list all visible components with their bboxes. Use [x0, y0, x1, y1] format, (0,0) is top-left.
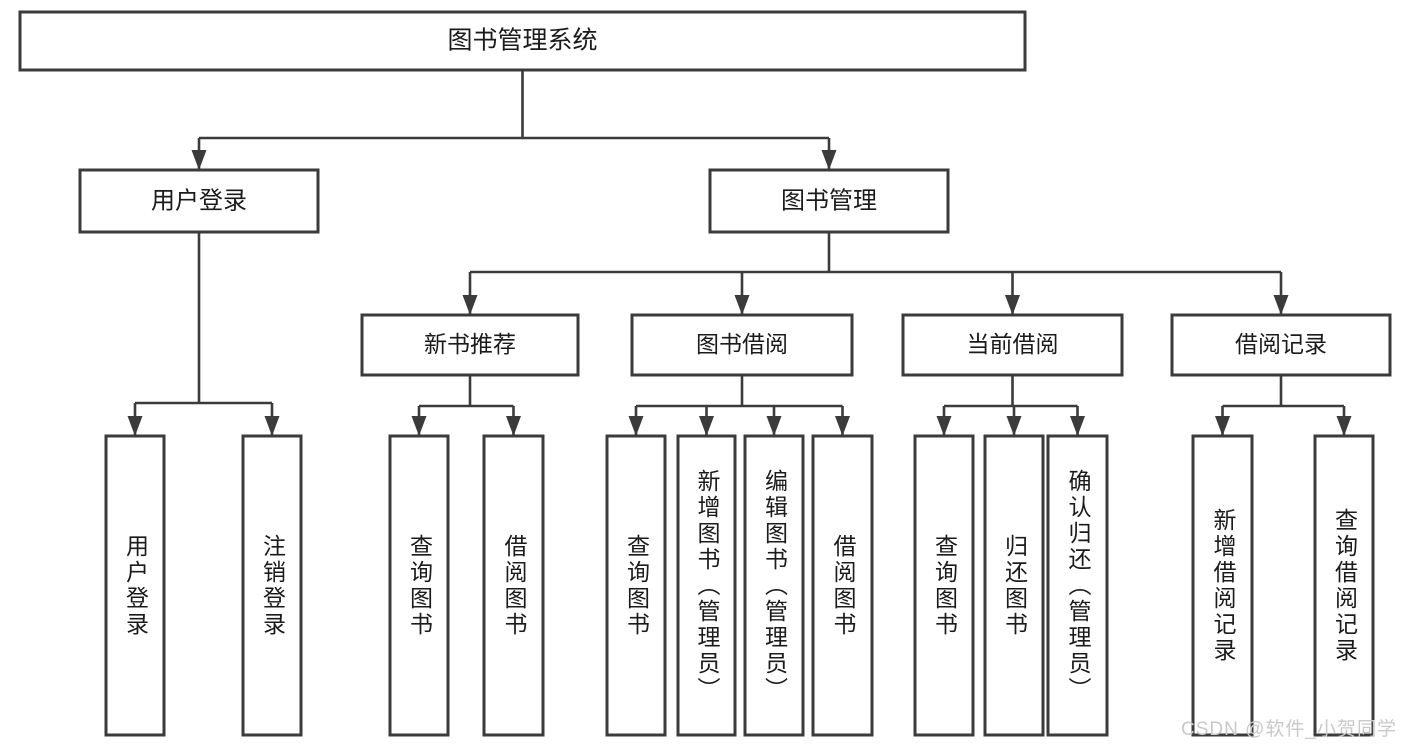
edge-group-book_manage: [462, 232, 1289, 315]
node-box[interactable]: [1191, 434, 1254, 737]
arrow-head: [1005, 295, 1020, 315]
arrow-head: [766, 416, 782, 436]
node-user-login[interactable]: 用户登录: [78, 168, 320, 234]
arrow-head: [264, 416, 280, 436]
node-box[interactable]: [482, 434, 545, 737]
arrow-head: [1006, 416, 1022, 436]
arrow-head: [462, 295, 478, 315]
edge-group-user_login: [127, 232, 280, 436]
node-label: 借阅记录: [1235, 331, 1327, 357]
node-box[interactable]: [913, 434, 975, 737]
node-label: 图书借阅: [696, 331, 788, 357]
node-box[interactable]: [676, 434, 737, 737]
node-label: 当前借阅: [967, 331, 1059, 357]
node-new-book-rec[interactable]: 新书推荐: [360, 313, 580, 377]
arrow-head: [506, 416, 521, 436]
node-box[interactable]: [811, 434, 874, 737]
node-leaf-add-book[interactable]: [676, 434, 737, 737]
node-leaf-query-book-b[interactable]: [605, 434, 667, 737]
arrow-head: [411, 416, 427, 436]
arrow-head: [1336, 416, 1352, 436]
node-leaf-query-record[interactable]: [1313, 434, 1375, 737]
node-leaf-query-book-a[interactable]: [388, 434, 450, 737]
node-box[interactable]: [1170, 313, 1392, 377]
node-box[interactable]: [605, 434, 667, 737]
node-leaf-borrow-book-b[interactable]: [811, 434, 874, 737]
node-leaf-logout[interactable]: [241, 434, 303, 737]
edge-group-current_borrow: [936, 375, 1085, 436]
node-box[interactable]: [983, 434, 1045, 737]
node-box[interactable]: [901, 313, 1124, 377]
node-box[interactable]: [78, 168, 320, 234]
node-label: 图书管理: [781, 187, 877, 214]
node-box[interactable]: [104, 434, 166, 737]
node-box[interactable]: [388, 434, 450, 737]
node-box[interactable]: [708, 168, 950, 234]
arrow-head: [734, 295, 750, 315]
arrow-head: [835, 416, 850, 436]
node-label: 图书管理系统: [447, 27, 597, 55]
node-leaf-query-book-c[interactable]: [913, 434, 975, 737]
node-book-manage[interactable]: 图书管理: [708, 168, 950, 234]
edge-group-borrow_record: [1215, 375, 1352, 436]
arrow-head: [936, 416, 952, 436]
node-box[interactable]: [630, 313, 854, 377]
node-label: 用户登录: [151, 187, 247, 214]
edge-group-root: [191, 70, 837, 170]
node-box[interactable]: [1046, 434, 1109, 737]
arrow-head: [127, 416, 143, 436]
edge-group-new_book_rec: [411, 375, 521, 436]
connector-layer: [127, 70, 1352, 436]
arrow-head: [1273, 295, 1289, 315]
watermark-text: CSDN @软件_小贺同学: [1181, 719, 1397, 740]
node-leaf-user-login[interactable]: [104, 434, 166, 737]
node-box[interactable]: [241, 434, 303, 737]
node-leaf-return-book[interactable]: [983, 434, 1045, 737]
node-leaf-confirm-return[interactable]: [1046, 434, 1109, 737]
arrow-head: [1215, 416, 1230, 436]
arrow-head: [1070, 416, 1085, 436]
node-box[interactable]: [18, 10, 1027, 72]
node-leaf-borrow-book-a[interactable]: [482, 434, 545, 737]
node-label: 新书推荐: [424, 331, 516, 357]
node-book-borrow[interactable]: 图书借阅: [630, 313, 854, 377]
node-leaf-edit-book[interactable]: [743, 434, 805, 737]
node-borrow-record[interactable]: 借阅记录: [1170, 313, 1392, 377]
arrow-head: [191, 150, 207, 170]
arrow-head: [628, 416, 644, 436]
node-box[interactable]: [1313, 434, 1375, 737]
arrow-head: [821, 150, 837, 170]
node-current-borrow[interactable]: 当前借阅: [901, 313, 1124, 377]
node-leaf-add-record[interactable]: [1191, 434, 1254, 737]
arrow-head: [699, 416, 714, 436]
edge-group-book_borrow: [628, 375, 850, 436]
node-box[interactable]: [360, 313, 580, 377]
node-box[interactable]: [743, 434, 805, 737]
node-root[interactable]: 图书管理系统: [18, 10, 1027, 72]
